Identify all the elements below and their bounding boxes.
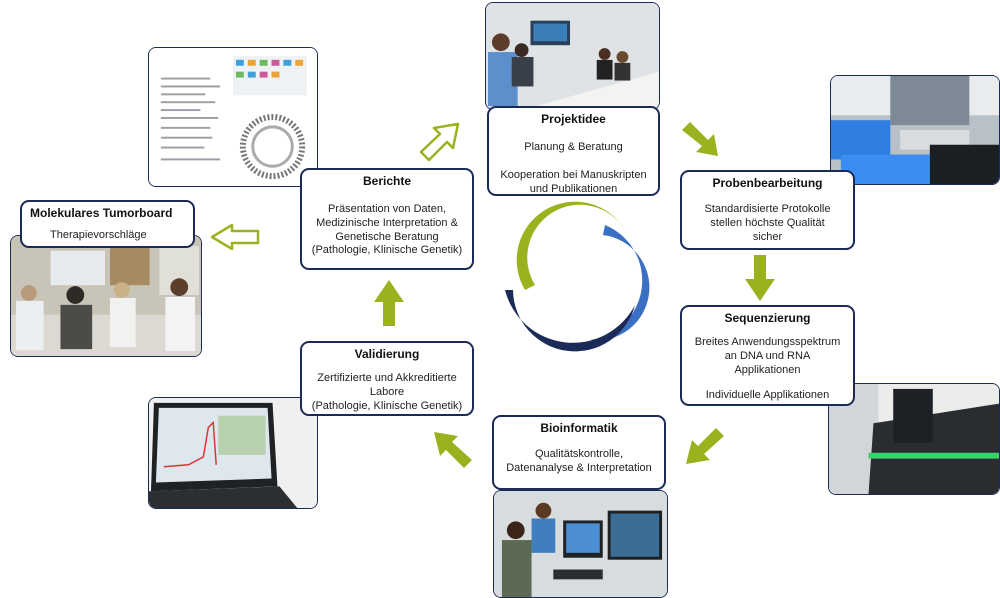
bioinformatik-line1: Qualitätskontrolle, <box>534 448 624 460</box>
sequenzierung-line1: Breites Anwendungsspektrum <box>694 336 841 348</box>
validierung-line3: (Pathologie, Klinische Genetik) <box>311 399 463 412</box>
projektidee-line2: Kooperation bei Manuskripten <box>500 168 647 181</box>
node-bioinformatik: Bioinformatik Qualitätskontrolle, Datena… <box>492 415 666 490</box>
arrow-validierung-to-berichte <box>374 280 404 326</box>
logo-ring-light-blue <box>590 225 650 341</box>
berichte-line1: Präsentation von Daten, <box>327 203 447 215</box>
sequenzierung-line4: Individuelle Applikationen <box>705 389 830 402</box>
bioinformatics-workstation-photo <box>493 490 668 598</box>
meeting-room-photo <box>485 2 660 110</box>
berichte-line3: Genetische Beratung <box>335 230 439 243</box>
node-tumorboard: Molekulares Tumorboard Therapievorschläg… <box>20 200 195 248</box>
arrow-bioinformatik-to-validierung <box>434 432 472 468</box>
center-logo <box>505 201 650 352</box>
arrow-projektidee-to-probenbearbeitung <box>682 122 718 156</box>
node-validierung: Validierung Zertifizierte und Akkreditie… <box>300 341 474 416</box>
node-projektidee: Projektidee Planung & Beratung Kooperati… <box>487 106 660 196</box>
probenbearbeitung-title: Probenbearbeitung <box>712 176 823 190</box>
validierung-title: Validierung <box>354 347 420 361</box>
projektidee-line1: Planung & Beratung <box>524 141 623 153</box>
laptop-qpcr-photo <box>148 397 318 509</box>
tumorboard-title: Molekulares Tumorboard <box>30 206 173 220</box>
sequenzierung-line3: Applikationen <box>734 363 801 376</box>
node-probenbearbeitung: Probenbearbeitung Standardisierte Protok… <box>680 170 855 250</box>
probenbearbeitung-line2: stellen höchste Qualität <box>710 216 825 229</box>
berichte-line4: (Pathologie, Klinische Genetik) <box>311 244 463 257</box>
logo-ring-navy <box>505 290 635 352</box>
bioinformatik-title: Bioinformatik <box>540 421 618 435</box>
bioinformatik-line2: Datenanalyse & Interpretation <box>506 461 652 474</box>
arrow-sequenzierung-to-bioinformatik <box>686 428 724 464</box>
sequenzierung-title: Sequenzierung <box>724 311 811 325</box>
arrow-probenbearbeitung-to-sequenzierung <box>745 255 775 301</box>
report-document-photo <box>148 47 318 187</box>
logo-ring-lime <box>516 201 625 290</box>
projektidee-title: Projektidee <box>541 112 606 126</box>
berichte-line2: Medizinische Interpretation & <box>316 216 458 229</box>
projektidee-line3: und Publikationen <box>529 182 618 195</box>
berichte-title: Berichte <box>362 174 412 188</box>
tumorboard-meeting-photo <box>10 235 202 357</box>
validierung-line2: Labore <box>369 385 405 398</box>
tumorboard-line1: Therapievorschläge <box>50 229 147 241</box>
probenbearbeitung-line1: Standardisierte Protokolle <box>704 203 831 215</box>
sequencer-photo <box>828 383 1000 495</box>
arrow-berichte-to-tumorboard <box>210 224 260 250</box>
probenbearbeitung-line3: sicher <box>752 230 783 243</box>
lab-pipetting-photo <box>830 75 1000 185</box>
node-berichte: Berichte Präsentation von Daten, Medizin… <box>300 168 474 270</box>
validierung-line1: Zertifizierte und Akkreditierte <box>317 372 457 384</box>
sequenzierung-line2: an DNA und RNA <box>724 349 811 362</box>
node-sequenzierung: Sequenzierung Breites Anwendungsspektrum… <box>680 305 855 406</box>
arrow-berichte-to-projektidee <box>419 122 460 162</box>
